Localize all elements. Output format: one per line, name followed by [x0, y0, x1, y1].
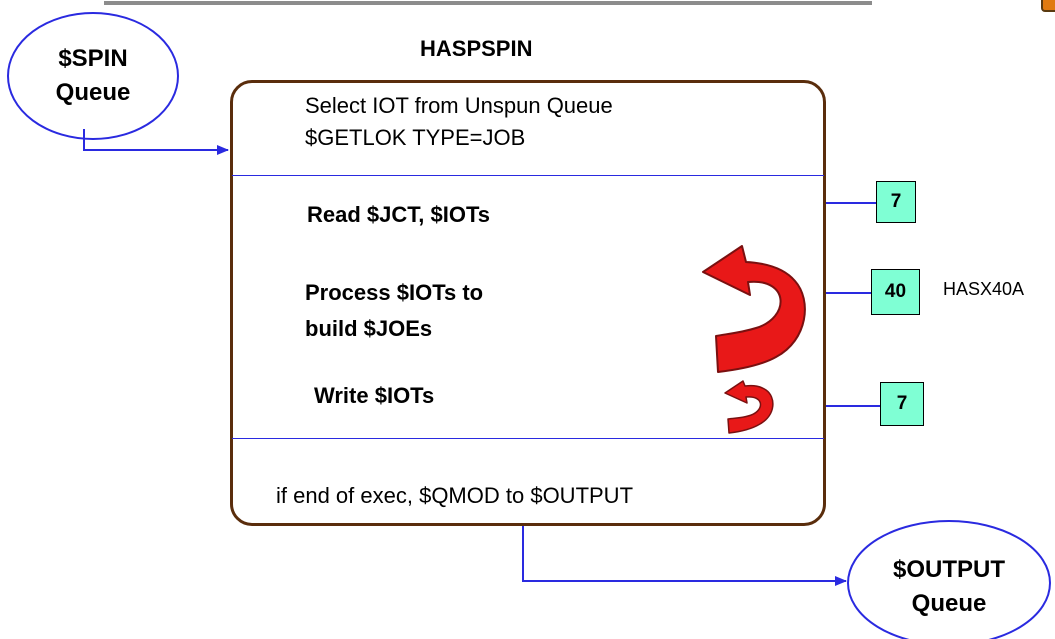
- read-exit-badge: 7: [876, 181, 916, 223]
- box-separator-bottom: [232, 438, 824, 439]
- box-separator-top: [232, 175, 824, 176]
- process-exit-badge: 40: [871, 269, 920, 315]
- spin-queue-label: $SPIN Queue: [18, 42, 168, 110]
- select-iot-line2: $GETLOK TYPE=JOB: [305, 125, 526, 150]
- select-iot-step: Select IOT from Unspun Queue $GETLOK TYP…: [305, 90, 613, 154]
- curved-return-arrow-icon: [702, 245, 806, 373]
- select-iot-line1: Select IOT from Unspun Queue: [305, 93, 613, 118]
- haspspin-process-box: [230, 80, 826, 526]
- process-step: Process $IOTs to build $JOEs: [305, 275, 483, 347]
- read-step: Read $JCT, $IOTs: [307, 202, 490, 227]
- spin-queue-line2: Queue: [55, 79, 131, 106]
- process-line2: build $JOEs: [305, 316, 433, 341]
- output-queue-label: $OUTPUT Queue: [848, 553, 1050, 621]
- output-queue-ellipse: [847, 520, 1051, 639]
- spin-queue-line1: $SPIN: [58, 45, 128, 72]
- box-to-output-connector: [522, 526, 847, 586]
- corner-logo-icon: [1041, 0, 1055, 12]
- top-rule: [104, 1, 872, 5]
- write-step: Write $IOTs: [314, 383, 435, 408]
- spin-to-box-connector: [83, 129, 229, 155]
- end-of-exec-step: if end of exec, $QMOD to $OUTPUT: [276, 483, 634, 508]
- spin-queue-ellipse: [7, 12, 179, 140]
- small-curved-return-arrow-icon: [724, 380, 774, 434]
- process-line1: Process $IOTs to: [305, 280, 484, 305]
- output-queue-line2: Queue: [911, 590, 987, 617]
- diagram-title: HASPSPIN: [420, 36, 533, 61]
- write-exit-badge: 7: [880, 382, 924, 426]
- process-exit-name: HASX40A: [943, 279, 1025, 299]
- output-queue-line1: $OUTPUT: [892, 556, 1005, 583]
